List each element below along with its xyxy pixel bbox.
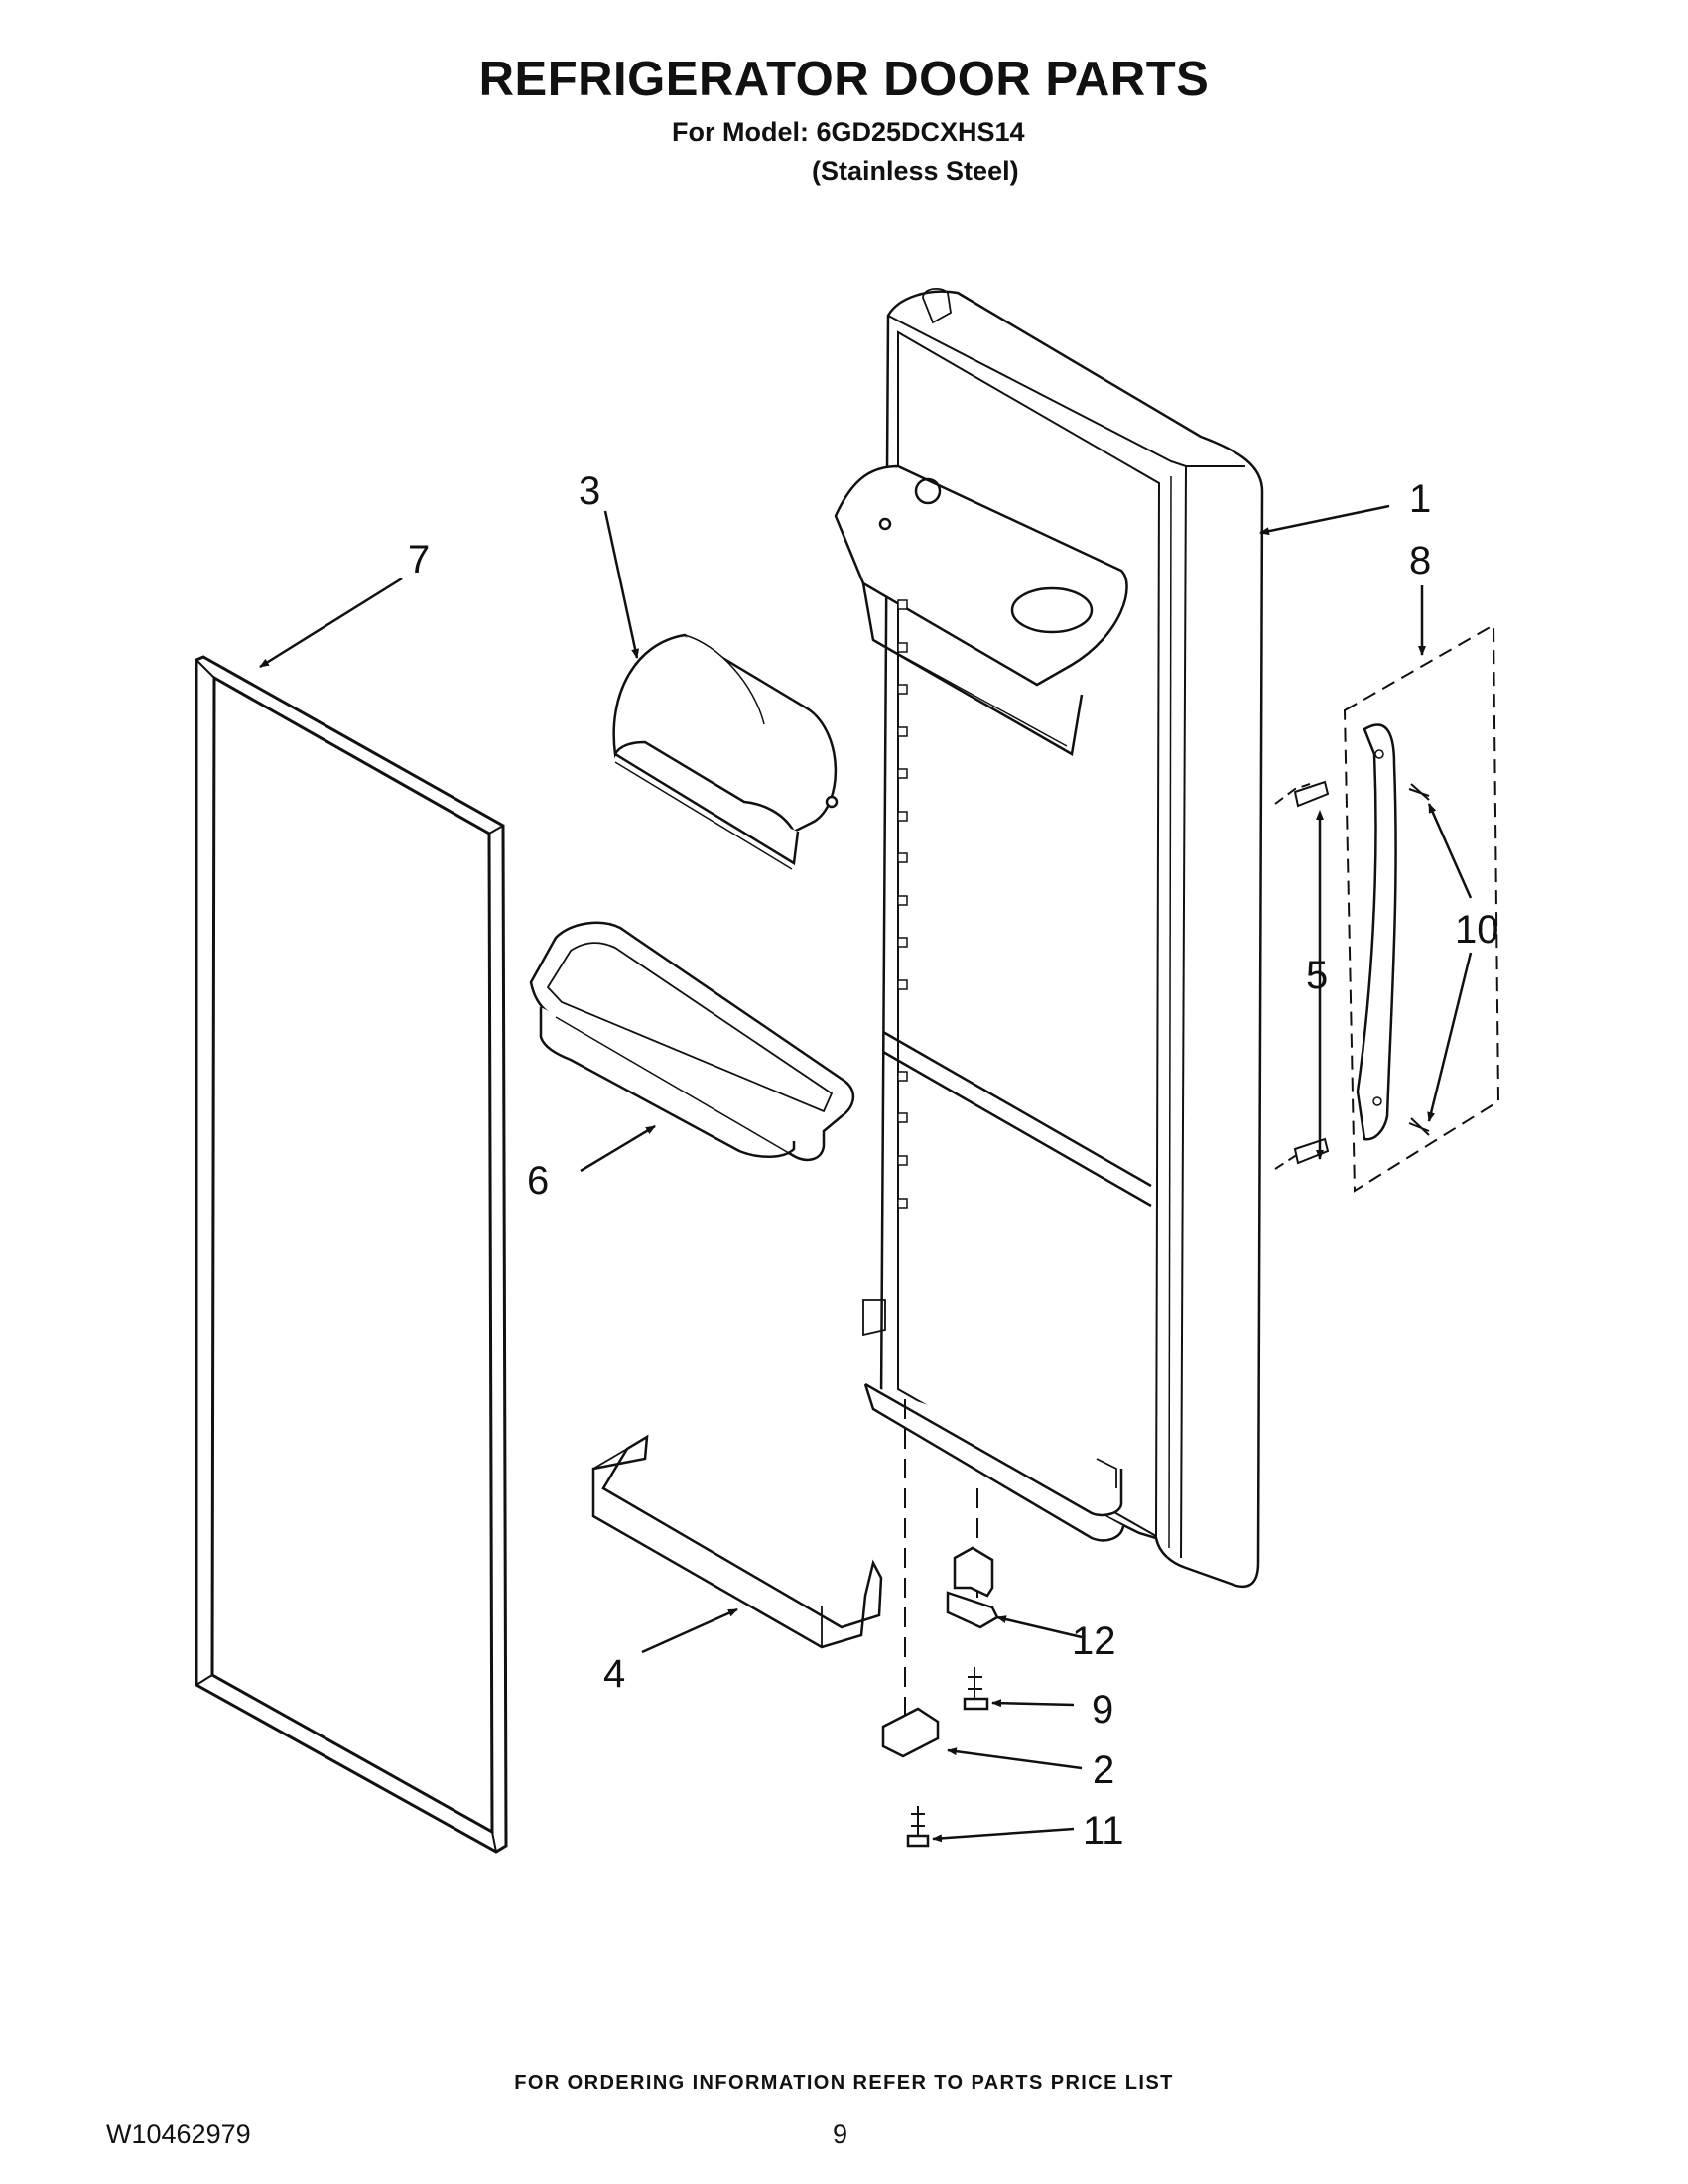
callout-11: 11 <box>1083 1809 1124 1853</box>
door-assembly-part <box>834 287 1264 1589</box>
callout-1: 1 <box>1409 477 1431 521</box>
callout-3: 3 <box>579 469 600 513</box>
door-liner-studs <box>897 599 908 1209</box>
page-title: REFRIGERATOR DOOR PARTS <box>478 53 1210 106</box>
callout-9: 9 <box>1092 1688 1113 1732</box>
callout-7: 7 <box>408 538 430 581</box>
hinge-hardware-parts <box>881 1399 999 1848</box>
model-number: For Model: 6GD25DCXHS14 <box>672 117 1025 147</box>
finish-label: (Stainless Steel) <box>812 156 1019 186</box>
callout-10: 10 <box>1455 908 1499 952</box>
callout-6: 6 <box>527 1159 549 1203</box>
ordering-note: FOR ORDERING INFORMATION REFER TO PARTS … <box>514 2072 1174 2094</box>
leader-arrows <box>259 504 1473 1843</box>
callout-12: 12 <box>1072 1619 1116 1663</box>
callout-2: 2 <box>1093 1748 1114 1792</box>
door-gasket-part <box>195 655 508 1854</box>
dairy-door-part <box>612 633 839 870</box>
handle-assembly-part <box>1274 623 1500 1193</box>
document-number: W10462979 <box>106 2120 251 2149</box>
callout-numbers: 1 2 3 4 5 6 7 8 9 10 11 12 <box>408 469 1499 1853</box>
page-number: 9 <box>833 2120 848 2149</box>
door-bin-part <box>529 921 854 1162</box>
shelf-rail-part <box>591 1434 883 1649</box>
callout-8: 8 <box>1409 539 1431 582</box>
callout-4: 4 <box>603 1652 625 1696</box>
callout-5: 5 <box>1306 954 1328 997</box>
